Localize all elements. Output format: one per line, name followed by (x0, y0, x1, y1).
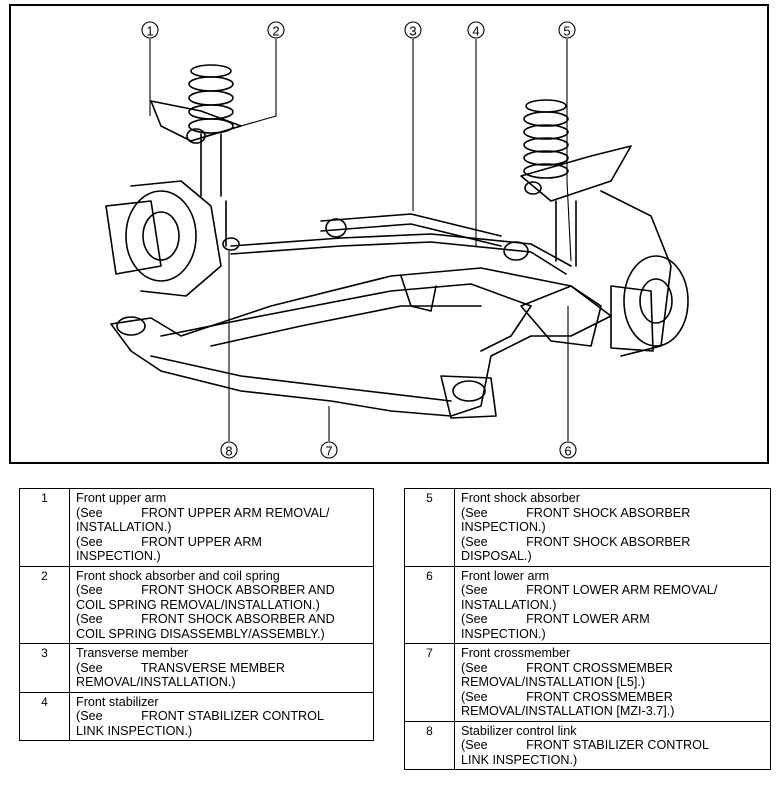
right-coil-spring-drawing (520, 99, 632, 267)
callout-circle-5 (558, 21, 576, 39)
legend-reference-link[interactable]: COIL SPRING DISASSEMBLY/ASSEMBLY.) (76, 626, 325, 641)
legend-row: 3 Transverse member (See TRANSVERSE MEMB… (19, 643, 374, 693)
legend-row: 2 Front shock absorber and coil spring (… (19, 565, 374, 644)
callout-label-2: 2 (272, 24, 279, 39)
callout-circle-2 (267, 21, 285, 39)
legend-reference-link[interactable]: (See FRONT SHOCK ABSORBER AND (76, 583, 335, 597)
legend-description: Front shock absorber (See FRONT SHOCK AB… (454, 488, 771, 567)
legend-reference-link[interactable]: (See FRONT CROSSMEMBER (461, 660, 673, 675)
legend-number: 1 (19, 488, 70, 567)
legend-number: 7 (404, 643, 455, 722)
left-coil-spring-drawing (150, 64, 242, 197)
callout-circle-4 (467, 21, 485, 39)
front-suspension-exploded-illustration: 1 2 3 4 5 6 7 8 (105, 21, 689, 459)
legend-reference-link[interactable]: (See FRONT SHOCK ABSORBER AND (76, 612, 335, 626)
legend-description: Front upper arm (See FRONT UPPER ARM REM… (69, 488, 374, 567)
legend-reference-link[interactable]: REMOVAL/INSTALLATION [MZI-3.7].) (461, 704, 675, 718)
callout-circle-8 (220, 441, 238, 459)
legend-number: 2 (19, 565, 70, 644)
legend-reference-link[interactable]: (See FRONT SHOCK ABSORBER (461, 534, 691, 549)
legend-reference-link[interactable]: (See FRONT STABILIZER CONTROL (76, 709, 324, 723)
legend-reference-link[interactable]: DISPOSAL.) (461, 549, 532, 563)
callout-label-6: 6 (564, 444, 571, 459)
callout-circle-7 (320, 441, 338, 459)
legend-reference-link[interactable]: INSPECTION.) (76, 549, 161, 563)
legend-table-left: 1 Front upper arm (See FRONT UPPER ARM R… (19, 488, 374, 741)
legend-number: 6 (404, 565, 455, 644)
suspension-illustration-frame: 1 2 3 4 5 6 7 8 (9, 4, 769, 464)
legend-row: 8 Stabilizer control link (See FRONT STA… (404, 720, 771, 770)
legend-description: Stabilizer control link (See FRONT STABI… (454, 720, 771, 770)
legend-description: Transverse member (See TRANSVERSE MEMBER… (69, 643, 374, 693)
callout-circle-6 (559, 441, 577, 459)
legend-number: 5 (404, 488, 455, 567)
legend-part-name: Stabilizer control link (461, 723, 577, 738)
legend-number: 4 (19, 691, 70, 741)
legend-reference-link[interactable]: COIL SPRING REMOVAL/INSTALLATION.) (76, 597, 320, 612)
legend-reference-link[interactable]: REMOVAL/INSTALLATION.) (76, 675, 236, 689)
legend-part-name: Front upper arm (76, 491, 167, 505)
legend-table-right: 5 Front shock absorber (See FRONT SHOCK … (404, 488, 771, 770)
callout-circle-3 (404, 21, 422, 39)
left-hub-assembly-drawing (105, 180, 222, 297)
legend-reference-link[interactable]: (See FRONT LOWER ARM REMOVAL/ (461, 583, 718, 597)
legend-description: Front stabilizer (See FRONT STABILIZER C… (69, 691, 374, 741)
legend-part-name: Front lower arm (461, 568, 550, 583)
legend-part-name: Front stabilizer (76, 694, 159, 709)
legend-reference-link[interactable]: (See FRONT SHOCK ABSORBER (461, 505, 691, 520)
legend-reference-link[interactable]: INSTALLATION.) (76, 520, 172, 534)
callout-label-8: 8 (225, 444, 232, 459)
legend-number: 3 (19, 643, 70, 693)
legend-reference-link[interactable]: (See TRANSVERSE MEMBER (76, 660, 286, 675)
legend-part-name: Front shock absorber and coil spring (76, 568, 280, 583)
legend-reference-link[interactable]: INSTALLATION.) (461, 597, 557, 612)
legend-reference-link[interactable]: (See FRONT STABILIZER CONTROL (461, 738, 709, 752)
right-hub-assembly-drawing (520, 190, 689, 357)
callout-label-1: 1 (146, 24, 153, 39)
legend-reference-link[interactable]: INSPECTION.) (461, 626, 546, 641)
callout-leader-lines (149, 39, 572, 441)
transverse-member-drawing (230, 213, 572, 312)
legend-description: Front shock absorber and coil spring (Se… (69, 565, 374, 644)
legend-reference-link[interactable]: (See FRONT UPPER ARM REMOVAL/ (76, 505, 330, 520)
legend-number: 8 (404, 720, 455, 770)
legend-reference-link[interactable]: (See FRONT LOWER ARM (461, 612, 650, 626)
legend-description: Front lower arm (See FRONT LOWER ARM REM… (454, 565, 771, 644)
legend-row: 5 Front shock absorber (See FRONT SHOCK … (404, 488, 771, 567)
callout-circle-1 (141, 21, 159, 39)
callout-label-4: 4 (472, 24, 479, 39)
callout-label-5: 5 (563, 24, 570, 39)
legend-part-name: Transverse member (76, 646, 189, 660)
legend-row: 6 Front lower arm (See FRONT LOWER ARM R… (404, 565, 771, 644)
legend-row: 4 Front stabilizer (See FRONT STABILIZER… (19, 691, 374, 741)
legend-part-name: Front shock absorber (461, 491, 580, 505)
legend-description: Front crossmember (See FRONT CROSSMEMBER… (454, 643, 771, 722)
front-crossmember-drawing (110, 267, 612, 419)
legend-reference-link[interactable]: LINK INSPECTION.) (461, 752, 578, 767)
legend-reference-link[interactable]: LINK INSPECTION.) (76, 723, 193, 738)
legend-part-name: Front crossmember (461, 646, 571, 660)
legend-reference-link[interactable]: REMOVAL/INSTALLATION [L5].) (461, 675, 646, 689)
stabilizer-control-link-drawing (222, 200, 240, 251)
legend-reference-link[interactable]: INSPECTION.) (461, 520, 546, 534)
callout-label-3: 3 (409, 24, 416, 39)
legend-row: 1 Front upper arm (See FRONT UPPER ARM R… (19, 488, 374, 567)
legend-row: 7 Front crossmember (See FRONT CROSSMEMB… (404, 643, 771, 722)
legend-reference-link[interactable]: (See FRONT UPPER ARM (76, 534, 262, 549)
legend-reference-link[interactable]: (See FRONT CROSSMEMBER (461, 689, 673, 704)
callout-label-7: 7 (325, 444, 332, 459)
